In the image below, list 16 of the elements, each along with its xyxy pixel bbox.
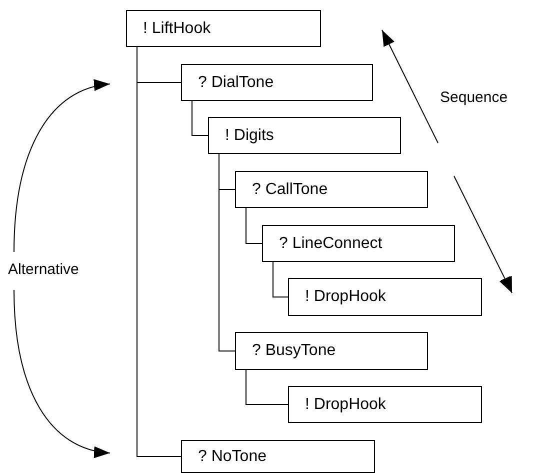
step-box: ! Digits xyxy=(208,117,401,154)
direction-label: Sequence xyxy=(440,89,508,108)
connector-line xyxy=(218,154,236,352)
connector-line xyxy=(192,100,208,136)
direction-label: Alternative xyxy=(8,261,79,280)
step-box: ! DropHook xyxy=(288,386,482,423)
step-box: ? LineConnect xyxy=(262,225,455,262)
step-box: ! DropHook xyxy=(288,278,482,316)
step-box: ? DialTone xyxy=(181,64,373,101)
step-box: ? CallTone xyxy=(235,171,428,208)
step-box: ? BusyTone xyxy=(235,332,428,370)
connector-line xyxy=(272,262,288,298)
step-box: ! LiftHook xyxy=(126,10,321,47)
step-box: ? NoTone xyxy=(181,440,375,473)
connector-line xyxy=(246,370,288,405)
connector-line xyxy=(246,208,262,244)
